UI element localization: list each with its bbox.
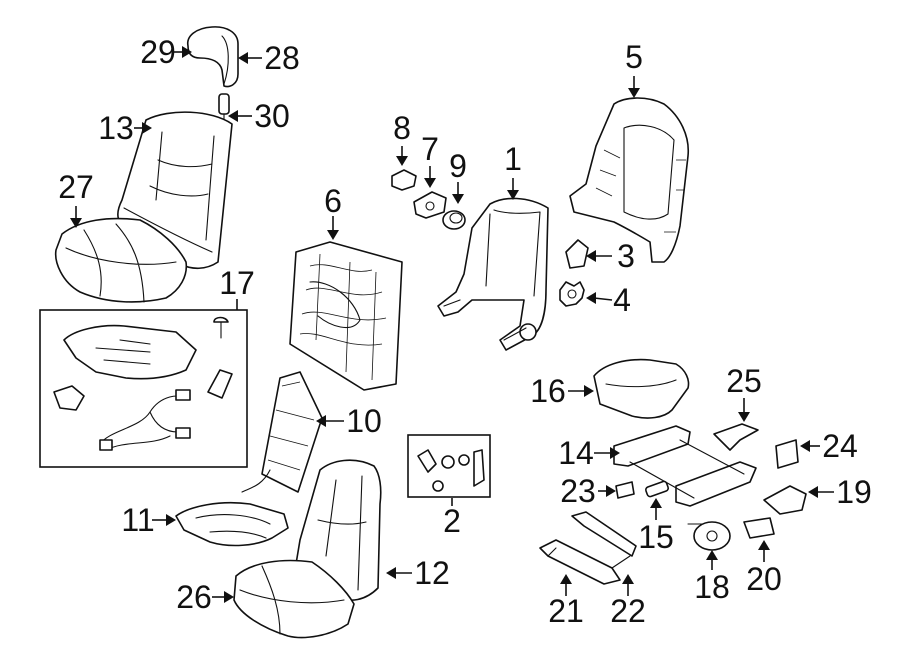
part-track-cover — [763, 485, 807, 515]
callout-2: 2 — [443, 503, 461, 539]
part-seat-track — [613, 425, 757, 507]
part-frame-bar — [539, 511, 637, 585]
callout-26: 26 — [176, 579, 212, 615]
part-cushion-cover-upper — [54, 217, 188, 303]
part-recliner-switch — [413, 191, 447, 219]
part-motor — [687, 521, 731, 551]
part-actuator — [644, 480, 670, 498]
callout-15: 15 — [638, 519, 674, 555]
part-gear — [559, 281, 585, 307]
part-clip — [615, 481, 635, 499]
part-knob — [391, 169, 417, 191]
part-hardware-kit — [407, 434, 491, 498]
part-cushion-cover-lower — [233, 559, 355, 639]
callout-12: 12 — [414, 555, 450, 591]
callout-23: 23 — [560, 473, 596, 509]
part-pad — [775, 439, 799, 469]
part-bracket-upper — [713, 423, 759, 451]
part-seatback-panel — [569, 97, 689, 263]
callout-29: 29 — [140, 34, 176, 70]
callout-16: 16 — [530, 373, 566, 409]
part-seatback-frame — [437, 197, 549, 351]
leader-lines — [70, 46, 834, 603]
callout-17: 17 — [219, 265, 255, 301]
callout-14: 14 — [558, 435, 594, 471]
callout-11: 11 — [121, 502, 154, 538]
callout-28: 28 — [264, 40, 300, 76]
part-seatback-heater — [289, 241, 403, 391]
callout-labels: 1 2 3 4 5 6 7 8 9 10 11 12 13 14 15 16 1… — [58, 34, 872, 629]
part-trim — [743, 517, 775, 539]
callout-6: 6 — [324, 183, 342, 219]
callout-27: 27 — [58, 169, 94, 205]
part-side-shield-kit — [39, 309, 248, 468]
callout-18: 18 — [694, 569, 730, 605]
part-cushion-heater — [241, 371, 323, 493]
callout-22: 22 — [610, 593, 646, 629]
callout-4: 4 — [613, 282, 631, 318]
callout-19: 19 — [836, 474, 872, 510]
callout-10: 10 — [346, 403, 382, 439]
part-cushion-pan — [593, 358, 690, 419]
callout-20: 20 — [746, 561, 782, 597]
callout-9: 9 — [449, 148, 467, 184]
part-sensor-mat — [175, 501, 289, 547]
callout-8: 8 — [393, 110, 411, 146]
part-headrest — [187, 26, 239, 88]
callout-1: 1 — [504, 141, 522, 177]
callout-21: 21 — [548, 593, 584, 629]
callout-30: 30 — [254, 98, 290, 134]
callout-3: 3 — [617, 238, 635, 274]
callout-7: 7 — [421, 131, 439, 167]
callout-24: 24 — [822, 428, 858, 464]
part-headrest-guide — [218, 93, 230, 125]
callout-13: 13 — [98, 110, 134, 146]
part-bracket — [565, 239, 589, 269]
part-handle-cap — [442, 210, 466, 230]
callout-5: 5 — [625, 39, 643, 75]
callout-25: 25 — [726, 363, 762, 399]
